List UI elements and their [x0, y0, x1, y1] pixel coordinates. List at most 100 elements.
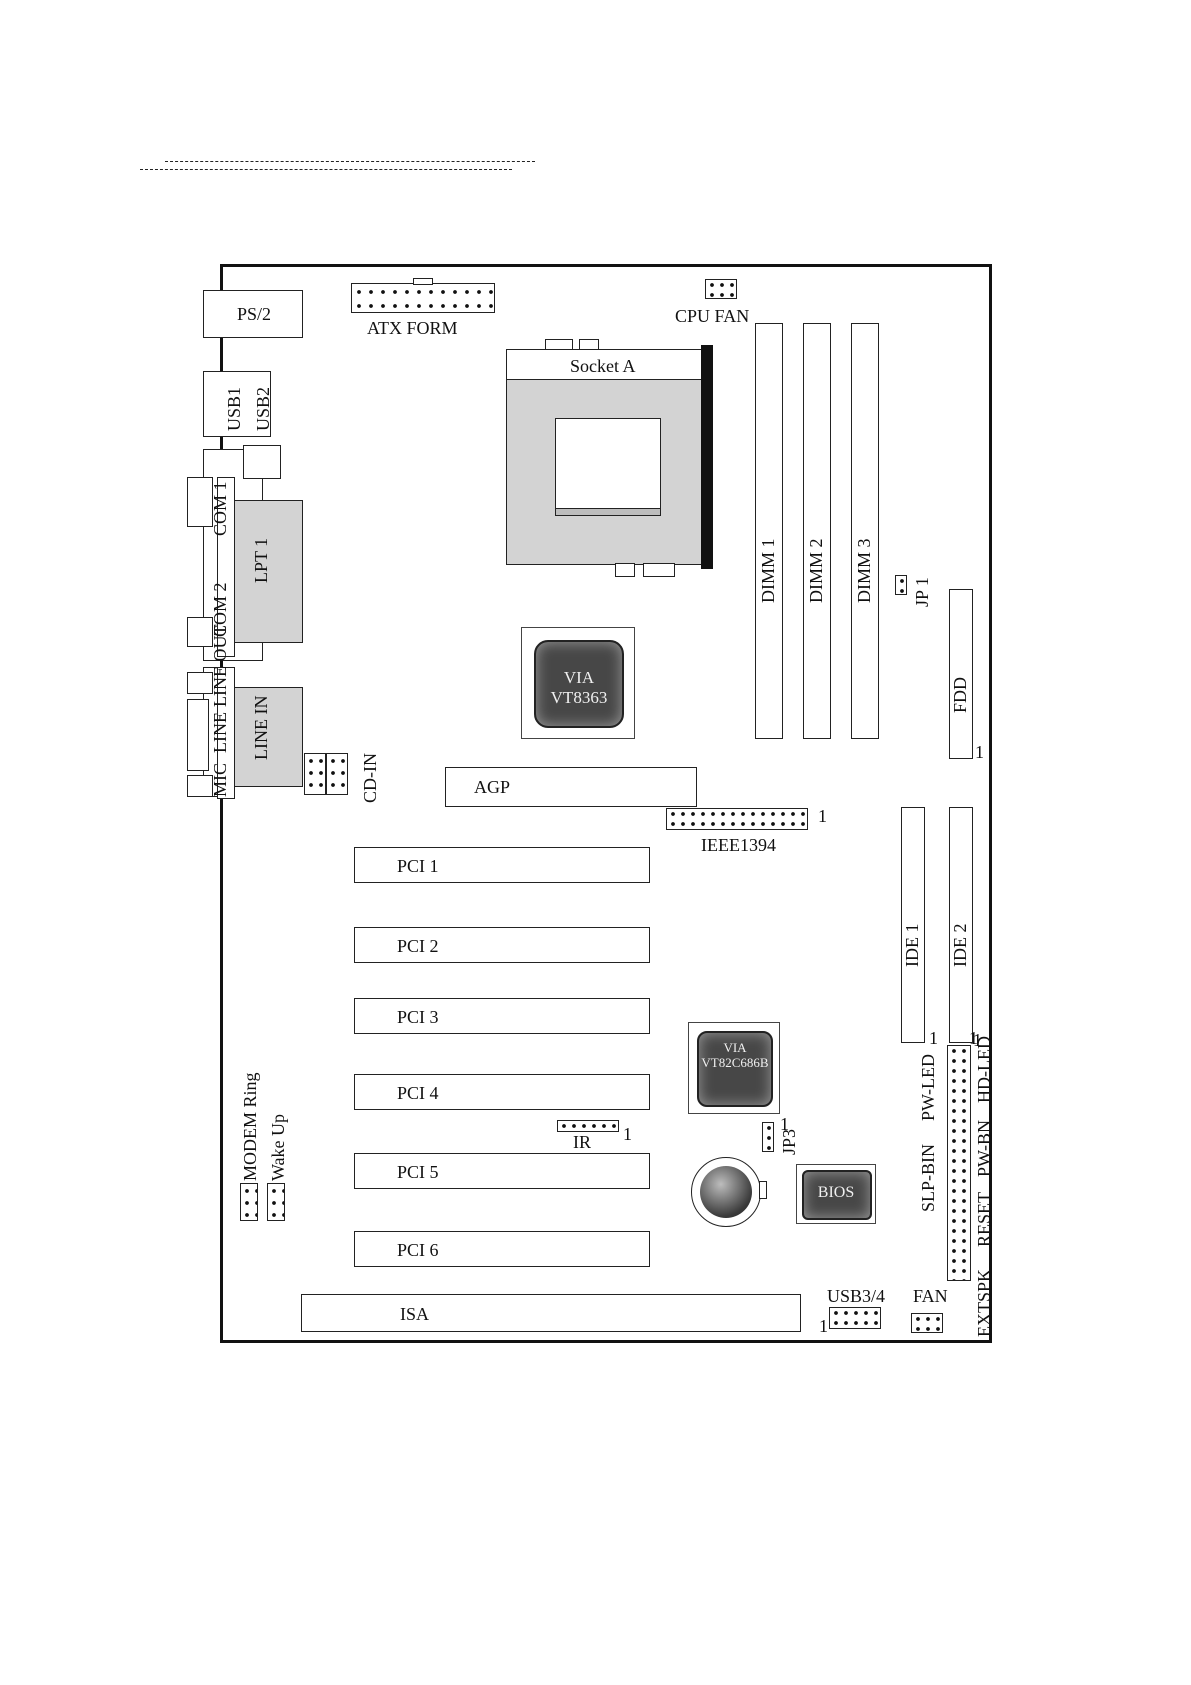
extspk-label: EXTSPK — [974, 1268, 994, 1337]
usb34-label: USB3/4 — [827, 1286, 886, 1306]
dimm1-slot — [755, 323, 783, 739]
ps2-port: PS/2 — [203, 290, 303, 338]
lpt1-label: LPT 1 — [251, 537, 271, 583]
dimm3-label: DIMM 3 — [854, 538, 874, 603]
fdd-label: FDD — [950, 676, 970, 713]
socket-a-lever — [701, 345, 713, 569]
ieee1394-pin1-label: 1 — [818, 806, 827, 826]
pci6-slot: PCI 6 — [354, 1231, 650, 1267]
usb2-label: USB2 — [253, 386, 273, 431]
ir-label: IR — [573, 1132, 591, 1152]
pci1-slot: PCI 1 — [354, 847, 650, 883]
com1-dsub-left — [187, 477, 213, 527]
north-bridge-chip: VIA VT8363 — [521, 627, 635, 739]
battery — [691, 1157, 761, 1227]
usb1-label: USB1 — [224, 386, 244, 431]
ide2-label: IDE 2 — [950, 923, 970, 968]
north-bridge-label-1: VIA — [563, 668, 595, 687]
pci4-label: PCI 4 — [397, 1083, 439, 1103]
ide1-connector — [901, 807, 925, 1043]
ide2-pin1-label: 1 — [969, 1028, 978, 1048]
south-bridge-die — [697, 1031, 773, 1107]
socket-a-header-strip — [507, 350, 712, 380]
com-frame-line — [217, 477, 235, 657]
audio-top-tab — [187, 672, 213, 694]
north-bridge-text: VIA VT8363 — [538, 668, 620, 707]
atx-power-connector — [351, 283, 495, 313]
jp1-label: JP 1 — [912, 577, 932, 607]
motherboard-layout: PS/2 USB1 USB2 COM 1 LPT 1 COM 2 LINE OU… — [187, 264, 994, 1343]
audio-bottom-tab — [187, 775, 213, 797]
dimm3-slot — [851, 323, 879, 739]
socket-a-cpu-area — [555, 418, 661, 516]
reset-label: RESET — [974, 1191, 994, 1247]
com2-dsub-left — [187, 617, 213, 647]
pci1-label: PCI 1 — [397, 856, 439, 876]
south-bridge-label-1: VIA — [723, 1040, 747, 1055]
ir-header — [557, 1120, 619, 1132]
atx-power-latch — [413, 278, 433, 285]
agp-label: AGP — [474, 777, 511, 797]
pci6-label: PCI 6 — [397, 1240, 439, 1260]
mic-label: MIC — [210, 762, 230, 797]
battery-cell — [700, 1166, 752, 1218]
jp3-jumper — [762, 1122, 774, 1152]
wake-up-header — [267, 1183, 285, 1221]
pci2-slot: PCI 2 — [354, 927, 650, 963]
pw-bn-label: PW-BN — [974, 1119, 994, 1177]
dimm2-label: DIMM 2 — [806, 538, 826, 603]
socket-a-bottom-tab-1 — [615, 563, 635, 577]
wake-up-label: Wake Up — [268, 1113, 288, 1181]
usb34-header — [829, 1307, 881, 1329]
front-panel-pin1-label: 1 — [973, 1030, 982, 1050]
socket-a-label: Socket A — [570, 356, 636, 376]
fan-label: FAN — [913, 1286, 948, 1306]
ieee1394-label: IEEE1394 — [701, 835, 776, 855]
fan-connector — [911, 1313, 943, 1333]
south-bridge-chip: VIA VT82C686B — [688, 1022, 780, 1114]
south-bridge-label-2: VT82C686B — [701, 1054, 769, 1070]
line-out-label: LINE OUT — [210, 624, 230, 707]
com1-label: COM 1 — [210, 481, 230, 536]
ide1-pin1-label: 1 — [929, 1028, 938, 1048]
cd-in-connector-a — [304, 753, 326, 795]
front-panel-header — [947, 1045, 971, 1281]
header-rule-top — [165, 161, 535, 162]
socket-a-cpu-edge — [555, 508, 661, 516]
north-bridge-die — [534, 640, 624, 728]
pci5-slot: PCI 5 — [354, 1153, 650, 1189]
fdd-connector — [949, 589, 973, 759]
pci2-label: PCI 2 — [397, 936, 439, 956]
hd-led-label: HD-LED — [974, 1036, 994, 1103]
ir-pin1-label: 1 — [623, 1124, 632, 1144]
slp-bin-label: SLP-BIN — [918, 1143, 938, 1212]
north-bridge-label-2: VT8363 — [550, 687, 608, 707]
jp1-jumper — [895, 575, 907, 595]
agp-slot: AGP — [445, 767, 697, 807]
cd-in-label: CD-IN — [360, 753, 380, 803]
isa-slot: ISA — [301, 1294, 801, 1332]
pci4-slot: PCI 4 — [354, 1074, 650, 1110]
jp3-pin1-label: 1 — [780, 1114, 789, 1134]
cpu-fan-label: CPU FAN — [675, 306, 750, 326]
modem-ring-label: MODEM Ring — [240, 1072, 260, 1181]
atx-form-label: ATX FORM — [367, 318, 458, 338]
battery-clip — [759, 1181, 767, 1199]
line-left-label: LINE — [210, 712, 230, 753]
bios-die — [802, 1170, 872, 1220]
pci3-label: PCI 3 — [397, 1007, 439, 1027]
modem-ring-header — [240, 1183, 258, 1221]
socket-a-bottom-tab-2 — [643, 563, 675, 577]
ps2-label: PS/2 — [237, 304, 272, 324]
ieee1394-header — [666, 808, 808, 830]
south-bridge-text: VIA VT82C686B — [695, 1040, 775, 1071]
bios-chip: BIOS — [796, 1164, 876, 1224]
bios-text: BIOS — [803, 1184, 869, 1202]
line-in-port — [233, 687, 303, 787]
audio-left-body — [187, 699, 209, 771]
fdd-pin1-label: 1 — [975, 742, 984, 762]
socket-a: Socket A — [506, 349, 713, 565]
dimm2-slot — [803, 323, 831, 739]
line-in-label: LINE IN — [251, 695, 271, 760]
ide2-connector — [949, 807, 973, 1043]
